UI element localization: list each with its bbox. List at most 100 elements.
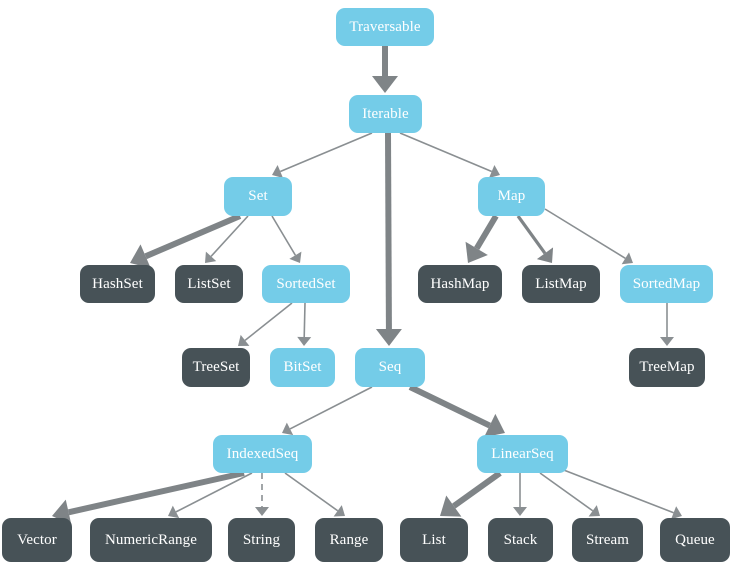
- node-numericrange[interactable]: NumericRange: [90, 518, 212, 562]
- node-label: String: [242, 531, 281, 548]
- node-hashmap[interactable]: HashMap: [418, 265, 502, 303]
- node-list[interactable]: List: [400, 518, 468, 562]
- edge-line: [555, 466, 674, 514]
- arrowhead-icon: [588, 505, 600, 517]
- arrowhead-icon: [440, 495, 462, 517]
- node-sortedset[interactable]: SortedSet: [262, 265, 350, 303]
- edge-set-to-hashset: [130, 213, 242, 269]
- node-label: SortedMap: [632, 275, 701, 292]
- node-label: Range: [329, 531, 369, 548]
- arrowhead-icon: [333, 505, 345, 517]
- arrowhead-icon: [513, 507, 527, 516]
- node-traversable[interactable]: Traversable: [336, 8, 434, 46]
- node-sortedmap[interactable]: SortedMap: [620, 265, 713, 303]
- edge-iterable-to-seq: [375, 132, 402, 346]
- node-set[interactable]: Set: [224, 177, 292, 216]
- edge-indexedseq-to-string: [255, 473, 269, 516]
- arrowhead-icon: [671, 506, 682, 520]
- edge-line: [516, 215, 547, 255]
- arrowhead-icon: [536, 247, 554, 263]
- edge-line: [175, 472, 253, 513]
- edge-line: [544, 208, 626, 259]
- arrowhead-icon: [372, 76, 398, 93]
- arrowhead-icon: [130, 244, 151, 269]
- node-label: HashSet: [92, 275, 143, 292]
- node-vector[interactable]: Vector: [2, 518, 72, 562]
- node-stack[interactable]: Stack: [488, 518, 553, 562]
- node-label: TreeMap: [639, 359, 695, 375]
- node-stream[interactable]: Stream: [572, 518, 643, 562]
- edge-line: [271, 215, 297, 256]
- node-label: LinearSeq: [491, 445, 554, 462]
- edge-sortedset-to-bitset: [297, 302, 312, 346]
- node-label: Iterable: [362, 105, 409, 122]
- node-label: Seq: [378, 359, 402, 375]
- edge-line: [144, 213, 242, 260]
- edge-line: [385, 132, 392, 330]
- edge-line: [539, 472, 594, 512]
- node-label: Stream: [585, 531, 630, 548]
- edge-line: [279, 132, 373, 173]
- node-hashset[interactable]: HashSet: [80, 265, 155, 303]
- arrowhead-icon: [238, 334, 250, 346]
- edge-linearseq-to-queue: [555, 466, 682, 520]
- node-label: NumericRange: [105, 531, 197, 548]
- node-bitset[interactable]: BitSet: [270, 348, 335, 387]
- arrowhead-icon: [465, 241, 488, 263]
- edge-seq-to-indexedseq: [282, 386, 373, 436]
- node-treeset[interactable]: TreeSet: [182, 348, 250, 387]
- node-seq[interactable]: Seq: [355, 348, 425, 387]
- node-label: List: [422, 531, 446, 548]
- arrowhead-icon: [375, 328, 402, 346]
- edge-map-to-listmap: [516, 215, 554, 263]
- edge-set-to-listset: [205, 215, 249, 263]
- arrowhead-icon: [621, 252, 633, 265]
- edge-line: [474, 214, 499, 250]
- edge-line: [399, 132, 493, 173]
- edge-linearseq-to-list: [440, 470, 502, 517]
- node-label: ListMap: [535, 275, 587, 292]
- edge-line: [244, 302, 293, 342]
- node-label: Map: [497, 188, 526, 204]
- node-label: Stack: [503, 531, 538, 548]
- node-label: IndexedSeq: [226, 445, 299, 462]
- node-range[interactable]: Range: [315, 518, 383, 562]
- node-label: Traversable: [349, 18, 421, 35]
- arrowhead-icon: [488, 165, 500, 178]
- node-linearseq[interactable]: LinearSeq: [477, 435, 568, 473]
- edge-line: [284, 472, 339, 512]
- arrowhead-icon: [297, 336, 312, 346]
- node-iterable[interactable]: Iterable: [349, 95, 422, 133]
- node-label: SortedSet: [276, 275, 336, 292]
- node-string[interactable]: String: [228, 518, 295, 562]
- edge-map-to-sortedmap: [544, 208, 633, 265]
- node-listmap[interactable]: ListMap: [522, 265, 600, 303]
- node-label: Vector: [17, 531, 57, 548]
- edge-indexedseq-to-numericrange: [168, 472, 253, 519]
- arrowhead-icon: [484, 413, 505, 438]
- edge-iterable-to-map: [399, 132, 500, 178]
- edge-linearseq-to-stack: [513, 473, 527, 516]
- arrowhead-icon: [168, 505, 180, 519]
- node-treemap[interactable]: TreeMap: [629, 348, 705, 387]
- node-queue[interactable]: Queue: [660, 518, 730, 562]
- node-label: Queue: [675, 531, 715, 548]
- edge-linearseq-to-stream: [539, 472, 600, 517]
- edge-traversable-to-iterable: [372, 46, 398, 93]
- node-listset[interactable]: ListSet: [175, 265, 243, 303]
- arrowhead-icon: [205, 251, 217, 263]
- node-indexedseq[interactable]: IndexedSeq: [213, 435, 312, 473]
- edge-sortedmap-to-treemap: [660, 303, 674, 346]
- arrowhead-icon: [282, 422, 294, 436]
- edge-iterable-to-set: [272, 132, 373, 178]
- edge-line: [303, 302, 306, 338]
- arrowhead-icon: [255, 507, 269, 516]
- edge-line: [452, 470, 502, 509]
- node-map[interactable]: Map: [478, 177, 545, 216]
- edge-line: [408, 384, 492, 429]
- edge-line: [289, 386, 373, 430]
- node-label: Set: [248, 188, 268, 204]
- edge-sortedset-to-treeset: [238, 302, 293, 346]
